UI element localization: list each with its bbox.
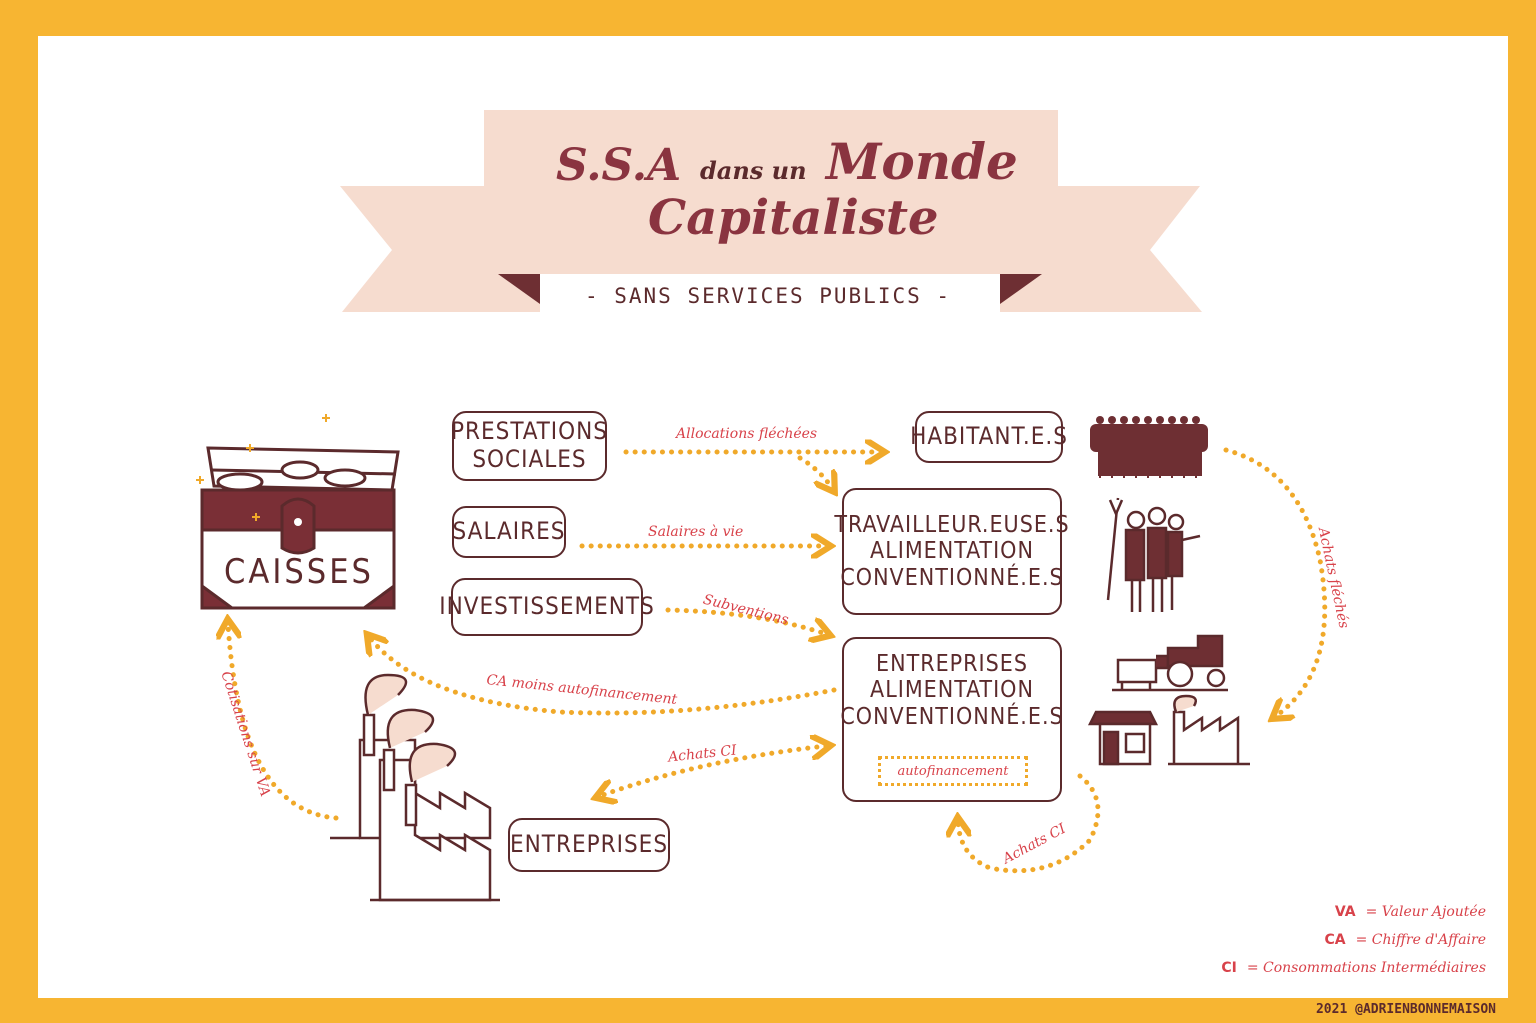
node-prestations-sociales: PRESTATIONS SOCIALES bbox=[451, 411, 608, 481]
ribbon-center bbox=[484, 110, 1058, 274]
legend-ci-def: = Consommations Intermédiaires bbox=[1246, 960, 1486, 976]
legend-ci: CI = Consommations Intermédiaires bbox=[1221, 960, 1486, 976]
subtitle: - SANS SERVICES PUBLICS - bbox=[584, 284, 952, 308]
node-line: INVESTISSEMENTS bbox=[439, 592, 655, 621]
farm-workers-icon bbox=[1106, 497, 1201, 612]
credit-text: 2021 @ADRIENBONNEMAISON bbox=[1315, 1002, 1496, 1017]
title-dans-un: dans un bbox=[700, 156, 807, 185]
node-line: PRESTATIONS bbox=[451, 417, 608, 446]
node-line: CONVENTIONNÉ.E.S bbox=[840, 703, 1064, 730]
label-salaires-a-vie: Salaires à vie bbox=[648, 524, 744, 540]
arrow-achats-flechees bbox=[1223, 447, 1328, 716]
title-capitaliste: Capitaliste bbox=[648, 190, 939, 246]
treasure-chest-icon bbox=[200, 446, 400, 610]
arrow-achats-ci-loop bbox=[958, 773, 1101, 874]
node-investissements: INVESTISSEMENTS bbox=[439, 578, 654, 636]
node-line: CONVENTIONNÉ.E.S bbox=[840, 564, 1064, 591]
arrow-allocations-branch bbox=[797, 455, 832, 488]
node-line: ENTREPRISES bbox=[509, 830, 669, 859]
flow-arrows bbox=[228, 447, 1328, 874]
node-line: TRAVAILLEUR.EUSE.S bbox=[834, 511, 1070, 538]
legend-va: VA = Valeur Ajoutée bbox=[1335, 904, 1486, 920]
legend-ci-key: CI bbox=[1221, 960, 1237, 976]
node-travailleurs: TRAVAILLEUR.EUSE.S ALIMENTATION CONVENTI… bbox=[834, 488, 1069, 615]
legend-ca-def: = Chiffre d'Affaire bbox=[1355, 932, 1486, 948]
title-monde: Monde bbox=[826, 132, 1018, 191]
shop-icon bbox=[1087, 710, 1159, 766]
node-habitants: HABITANT.E.S bbox=[910, 411, 1067, 463]
node-line: SOCIALES bbox=[472, 445, 587, 473]
ribbon-left-fold bbox=[498, 274, 540, 304]
crowd-icon bbox=[1090, 416, 1208, 478]
node-line: ALIMENTATION bbox=[870, 677, 1034, 704]
arrow-subventions bbox=[665, 607, 826, 634]
label-allocations: Allocations fléchées bbox=[676, 426, 818, 442]
node-entreprises: ENTREPRISES bbox=[508, 818, 670, 872]
node-caisses: CAISSES bbox=[224, 552, 374, 592]
legend-va-key: VA bbox=[1334, 904, 1356, 920]
node-salaires: SALAIRES bbox=[452, 506, 566, 558]
sparkles-icon bbox=[196, 414, 330, 521]
small-factory-icon bbox=[1168, 694, 1250, 766]
node-line: SALAIRES bbox=[452, 517, 566, 546]
legend-va-def: = Valeur Ajoutée bbox=[1365, 904, 1486, 920]
autofinancement-box: autofinancement bbox=[878, 756, 1028, 786]
factories-icon bbox=[330, 673, 500, 902]
legend-ca: CA = Chiffre d'Affaire bbox=[1325, 932, 1486, 948]
legend-ca-key: CA bbox=[1324, 932, 1346, 948]
ribbon-right-fold bbox=[1000, 274, 1042, 304]
title-ribbon bbox=[340, 110, 1202, 312]
arrow-ca bbox=[370, 638, 837, 716]
title-ssa: S.S.A bbox=[556, 140, 682, 191]
tractor-and-cow-icon bbox=[1112, 634, 1228, 692]
node-line: ENTREPRISES bbox=[876, 651, 1028, 677]
node-line: ALIMENTATION bbox=[870, 538, 1034, 565]
node-line: HABITANT.E.S bbox=[910, 422, 1068, 451]
